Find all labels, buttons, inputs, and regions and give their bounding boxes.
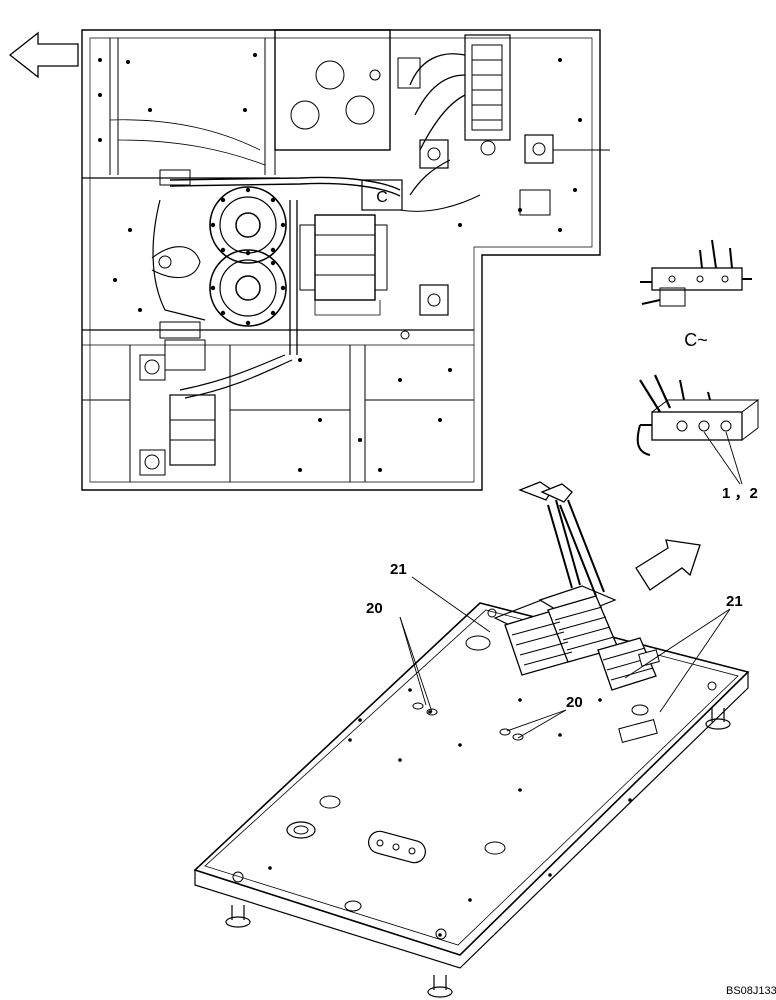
callout-pedal-right: 21 — [726, 593, 743, 610]
front-direction-arrow-top — [8, 31, 79, 79]
view-c-detail-label: C~ — [684, 330, 708, 350]
travel-pedals — [493, 481, 660, 691]
view-c-box: C — [361, 179, 403, 211]
callout-fittings: 1 ，2 — [722, 485, 758, 502]
plugs-20 — [412, 702, 524, 741]
control-valve — [299, 214, 388, 316]
detail-view-c-upper-block: C~ — [640, 239, 752, 350]
callout-pedal-left: 21 — [390, 561, 407, 578]
floor-plate-assembly — [193, 481, 750, 998]
view-c-label: C — [376, 189, 388, 206]
swing-motors — [209, 186, 287, 327]
front-direction-arrow-bottom — [635, 539, 701, 591]
main-pump — [397, 34, 511, 156]
floor-plate — [193, 602, 750, 956]
reference-code: BS08J133 — [726, 985, 776, 997]
callout-plugs-center: 20 — [566, 694, 583, 711]
detail-view-c-lower-block — [636, 374, 760, 485]
frame-plan-view: C — [8, 29, 610, 491]
callout-plugs-left: 20 — [366, 600, 383, 617]
